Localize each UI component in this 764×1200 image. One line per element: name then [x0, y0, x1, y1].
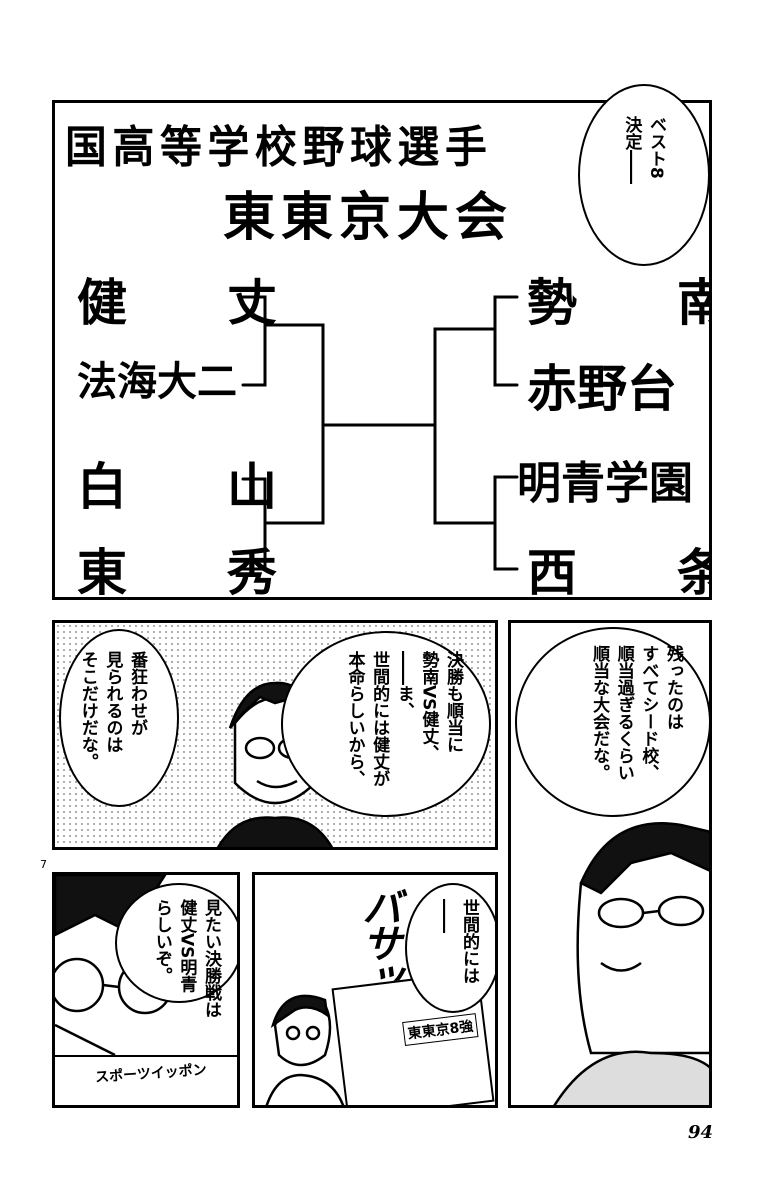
- speech-text: 世間的には ――: [434, 899, 479, 984]
- page-number: 94: [688, 1122, 714, 1143]
- tournament-bracket: [241, 295, 519, 571]
- team-right-1: 勢 南: [527, 274, 712, 332]
- newspaper-title: スポーツイッポン: [94, 1062, 208, 1086]
- boy-character: [265, 994, 345, 1105]
- panel-number: 7: [40, 858, 47, 871]
- speech-text: ベスト8 決定――: [621, 116, 666, 184]
- speech-text: 番狂わせが 見られるのは そこだけだな。: [77, 651, 147, 770]
- team-right-2: 赤野台: [527, 360, 677, 418]
- board-title-line1: 国高等学校野球選手: [65, 122, 493, 173]
- speech-bubble-best8: ベスト8 決定――: [578, 84, 710, 266]
- sound-effect: バサッ: [355, 887, 401, 995]
- manga-panel-2: 番狂わせが 見られるのは そこだけだな。 決勝も順当に 勢南VS健丈、 ――ま、…: [52, 620, 498, 850]
- board-title-line2: 東東京大会: [223, 188, 514, 248]
- sports-newspaper: スポーツイッポン: [55, 1055, 237, 1105]
- manga-panel-4: 見たい決勝戦は 健丈VS明青 らしいぞ。 スポーツイッポン: [52, 872, 240, 1108]
- newspaper-headline: 東東京8強: [402, 1013, 479, 1046]
- team-left-1: 健 丈: [77, 274, 277, 332]
- speech-text: 見たい決勝戦は 健丈VS明青 らしいぞ。: [151, 899, 221, 1018]
- speech-bubble: 見たい決勝戦は 健丈VS明青 らしいぞ。: [115, 883, 237, 1018]
- manga-panel-5: バサッ 東東京8強 世間的には ――: [252, 872, 498, 1108]
- speech-text: 残ったのは すべてシード校、 順当過ぎるくらい 順当な大会だな。: [589, 645, 683, 781]
- character-with-sunglasses: [55, 875, 173, 1057]
- character-with-glasses: [553, 822, 709, 1105]
- team-right-3: 明青学園: [517, 458, 693, 509]
- speech-text: 決勝も順当に 勢南VS健丈、 ――ま、 世間的には健丈が 本命らしいから、: [344, 651, 463, 787]
- team-left-3: 白 山: [77, 458, 277, 516]
- team-left-4: 東 秀: [77, 544, 277, 600]
- team-left-2: 法海大二: [77, 359, 237, 405]
- speech-bubble: 残ったのは すべてシード校、 順当過ぎるくらい 順当な大会だな。: [515, 627, 709, 817]
- manga-panel-3: 残ったのは すべてシード校、 順当過ぎるくらい 順当な大会だな。: [508, 620, 712, 1108]
- speech-bubble-left: 番狂わせが 見られるのは そこだけだな。: [59, 629, 179, 807]
- speech-bubble-right: 決勝も順当に 勢南VS健丈、 ――ま、 世間的には健丈が 本命らしいから、: [281, 631, 491, 817]
- team-right-4: 西 条: [527, 544, 712, 600]
- speech-bubble: 世間的には ――: [405, 883, 495, 1013]
